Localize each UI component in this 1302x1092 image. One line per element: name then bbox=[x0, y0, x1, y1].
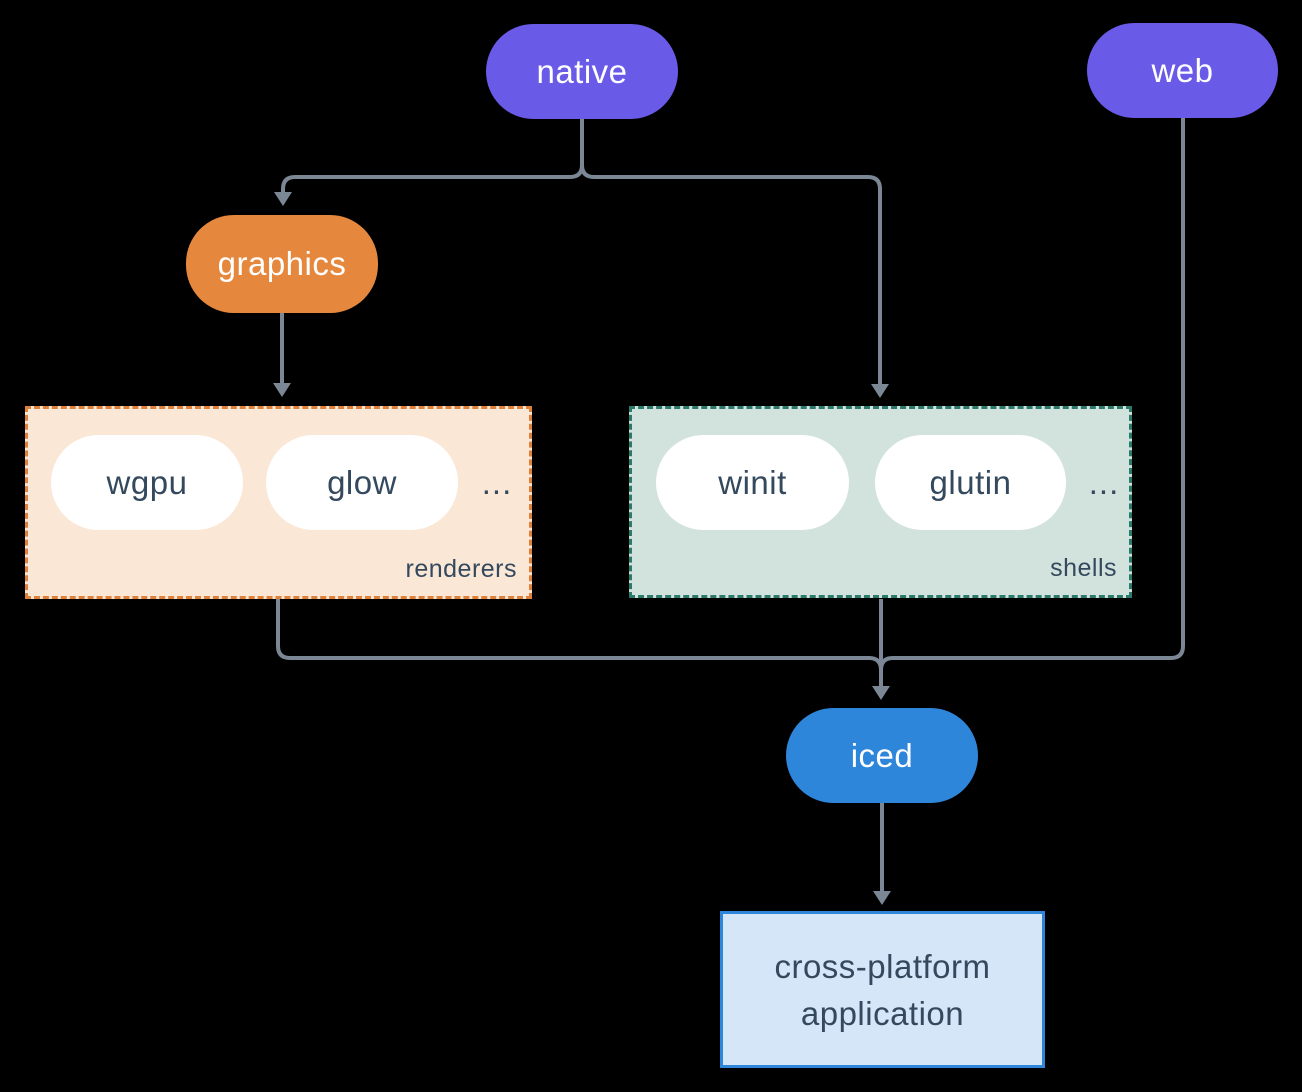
group-renderers: wgpu glow ... renderers bbox=[25, 406, 532, 599]
node-glow-label: glow bbox=[327, 463, 397, 501]
group-shells: winit glutin ... shells bbox=[629, 406, 1132, 598]
application-label-line2: application bbox=[800, 994, 965, 1032]
node-native: native bbox=[486, 24, 678, 119]
node-native-label: native bbox=[536, 52, 628, 90]
shells-group-label: shells bbox=[1050, 554, 1117, 582]
edge-native-to-shells bbox=[580, 118, 882, 384]
renderers-group-label: renderers bbox=[405, 555, 517, 583]
edge-renderers-to-junction bbox=[276, 599, 883, 680]
shells-ellipsis: ... bbox=[1088, 463, 1120, 501]
node-wgpu-label: wgpu bbox=[106, 463, 188, 501]
node-cross-platform-application: cross-platform application bbox=[720, 911, 1045, 1068]
node-wgpu: wgpu bbox=[51, 435, 243, 530]
node-iced-label: iced bbox=[850, 736, 914, 774]
edge-native-to-graphics bbox=[281, 118, 584, 192]
node-graphics: graphics bbox=[186, 215, 378, 313]
arrowhead-into-shells bbox=[871, 384, 889, 398]
node-web: web bbox=[1087, 23, 1278, 118]
node-graphics-label: graphics bbox=[217, 245, 347, 282]
node-iced: iced bbox=[786, 708, 978, 803]
arrowhead-into-renderers bbox=[273, 383, 291, 397]
node-winit: winit bbox=[656, 435, 849, 530]
node-glutin-label: glutin bbox=[929, 463, 1012, 501]
node-winit-label: winit bbox=[718, 463, 787, 501]
renderers-ellipsis: ... bbox=[481, 463, 513, 501]
node-web-label: web bbox=[1151, 51, 1214, 89]
arrowhead-into-application bbox=[873, 891, 891, 905]
node-glow: glow bbox=[266, 435, 458, 530]
arrowhead-into-iced bbox=[872, 686, 890, 700]
application-label-line1: cross-platform bbox=[774, 947, 991, 985]
node-glutin: glutin bbox=[875, 435, 1066, 530]
arrowhead-into-graphics bbox=[274, 192, 292, 206]
